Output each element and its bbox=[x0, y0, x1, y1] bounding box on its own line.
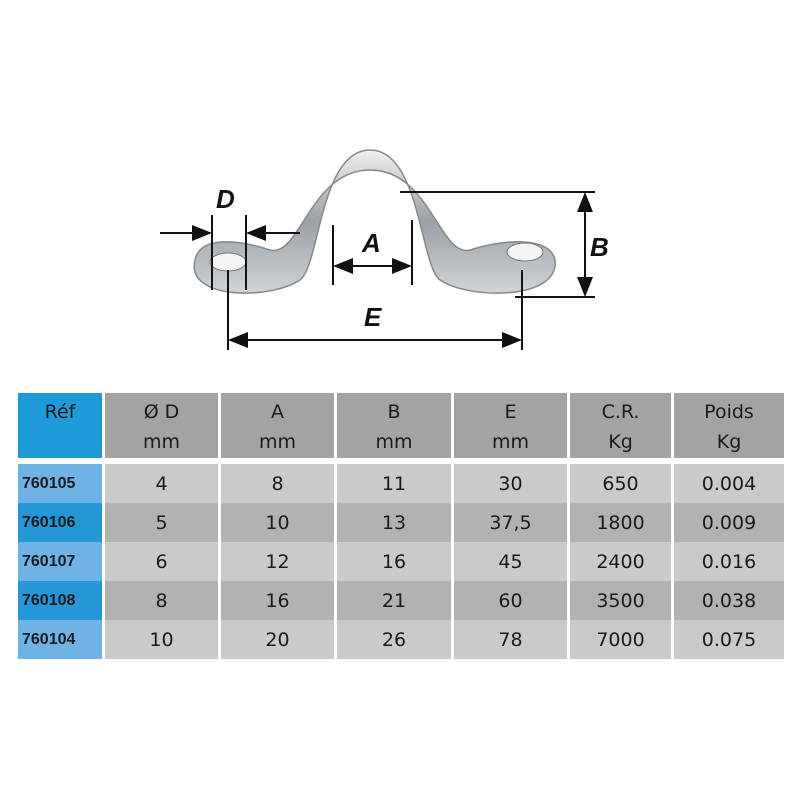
cell-cr: 1800 bbox=[570, 503, 671, 542]
cell-e: 30 bbox=[454, 464, 567, 503]
cell-ref: 760105 bbox=[18, 464, 102, 503]
header-unit: Kg bbox=[716, 431, 742, 453]
label-a: A bbox=[361, 228, 381, 258]
cell-e: 78 bbox=[454, 620, 567, 659]
header-unit: Kg bbox=[608, 431, 633, 453]
cell-cr: 7000 bbox=[570, 620, 671, 659]
cell-cr: 650 bbox=[570, 464, 671, 503]
header-unit: mm bbox=[142, 431, 181, 453]
cell-weight: 0.016 bbox=[674, 542, 784, 581]
header-label: Poids bbox=[704, 401, 754, 423]
header-label: Réf bbox=[44, 401, 76, 423]
header-label: E bbox=[504, 401, 517, 423]
cell-weight: 0.004 bbox=[674, 464, 784, 503]
cell-b: 13 bbox=[337, 503, 451, 542]
header-label: C.R. bbox=[601, 401, 640, 423]
header-unit: mm bbox=[258, 431, 297, 453]
cell-a: 10 bbox=[221, 503, 334, 542]
header-ref: Réf bbox=[18, 393, 102, 464]
cell-b: 16 bbox=[337, 542, 451, 581]
cell-e: 60 bbox=[454, 581, 567, 620]
cell-ref: 760108 bbox=[18, 581, 102, 620]
cell-b: 26 bbox=[337, 620, 451, 659]
label-b: B bbox=[590, 232, 609, 262]
cell-diameter: 10 bbox=[105, 620, 218, 659]
cell-ref: 760106 bbox=[18, 503, 102, 542]
label-e: E bbox=[364, 302, 382, 332]
cell-diameter: 5 bbox=[105, 503, 218, 542]
dimension-lines bbox=[160, 191, 595, 350]
cell-cr: 3500 bbox=[570, 581, 671, 620]
header-label: Ø D bbox=[143, 401, 180, 423]
header-unit: mm bbox=[375, 431, 413, 453]
cell-b: 21 bbox=[337, 581, 451, 620]
cell-weight: 0.009 bbox=[674, 503, 784, 542]
cell-diameter: 8 bbox=[105, 581, 218, 620]
pad-eye-part bbox=[193, 149, 556, 294]
cell-ref: 760107 bbox=[18, 542, 102, 581]
cell-a: 20 bbox=[221, 620, 334, 659]
cell-a: 12 bbox=[221, 542, 334, 581]
cell-ref: 760104 bbox=[18, 620, 102, 659]
header-cr: C.R. Kg bbox=[570, 393, 671, 464]
cell-diameter: 4 bbox=[105, 464, 218, 503]
cell-cr: 2400 bbox=[570, 542, 671, 581]
cell-weight: 0.038 bbox=[674, 581, 784, 620]
cell-a: 16 bbox=[221, 581, 334, 620]
header-label: A bbox=[271, 401, 284, 423]
cell-diameter: 6 bbox=[105, 542, 218, 581]
cell-e: 45 bbox=[454, 542, 567, 581]
cell-a: 8 bbox=[221, 464, 334, 503]
header-unit: mm bbox=[491, 431, 530, 453]
header-label: B bbox=[387, 401, 401, 423]
cell-b: 11 bbox=[337, 464, 451, 503]
pad-eye-diagram: D A B E bbox=[160, 149, 609, 350]
header-diameter: Ø D mm bbox=[105, 393, 218, 464]
cell-e: 37,5 bbox=[454, 503, 567, 542]
cell-weight: 0.075 bbox=[674, 620, 784, 659]
label-d: D bbox=[216, 184, 235, 214]
